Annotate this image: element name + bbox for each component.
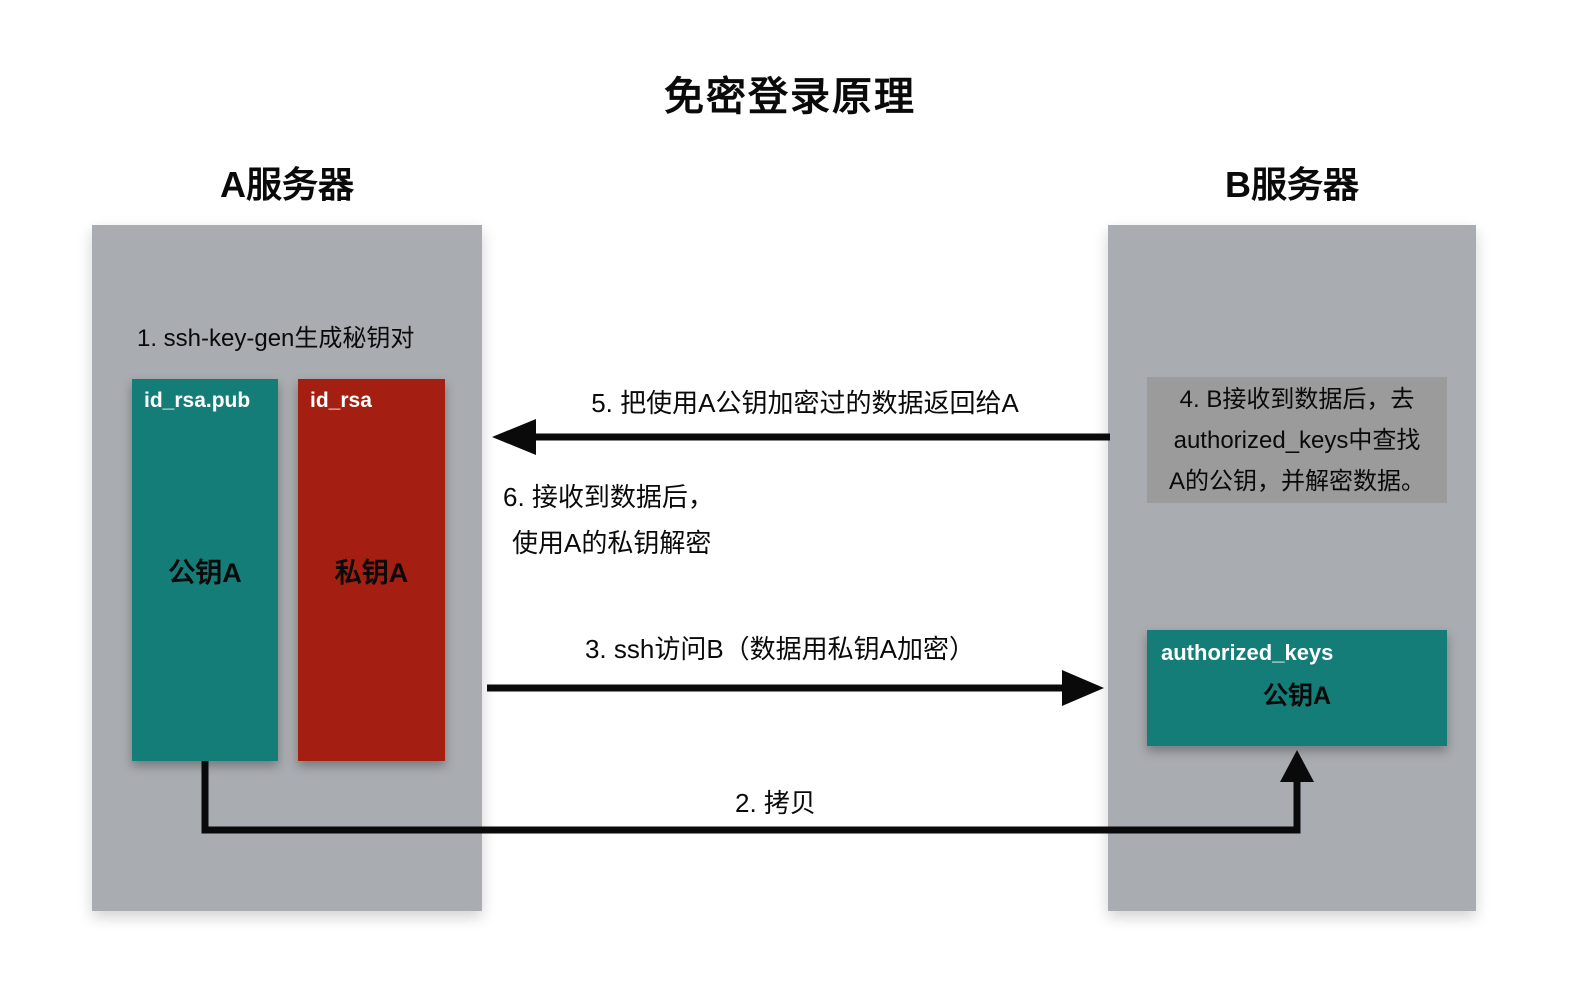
- step6-label: 6. 接收到数据后， 使用A的私钥解密: [503, 477, 714, 560]
- step3-label: 3. ssh访问B（数据用私钥A加密）: [584, 634, 976, 664]
- authorized-keys-filename: authorized_keys: [1161, 640, 1334, 665]
- authorized-keys-public-key-label: 公钥A: [1262, 682, 1332, 710]
- server-a-title: A服务器: [220, 164, 354, 205]
- arrow-step3: [487, 670, 1104, 706]
- arrow-step5: [492, 419, 1110, 455]
- diagram-title: 免密登录原理: [664, 75, 916, 119]
- step4-line3: A的公钥，并解密数据。: [1168, 467, 1425, 495]
- step4-line1: 4. B接收到数据后，去: [1179, 385, 1415, 413]
- authorized-keys-box: authorized_keys 公钥A: [1147, 630, 1447, 746]
- public-key-filename: id_rsa.pub: [144, 389, 251, 412]
- step2-label: 2. 拷贝: [735, 788, 816, 818]
- server-b-title: B服务器: [1225, 164, 1359, 205]
- private-key-filename: id_rsa: [310, 389, 372, 412]
- private-key-box: id_rsa 私钥A: [298, 379, 445, 761]
- step6-line1: 6. 接收到数据后，: [503, 482, 714, 512]
- step4-line2: authorized_keys中查找: [1173, 426, 1421, 454]
- server-b-box: [1108, 225, 1476, 911]
- step1-text: 1. ssh-key-gen生成秘钥对: [137, 325, 415, 352]
- step6-line2: 使用A的私钥解密: [512, 528, 712, 558]
- step4-note-box: 4. B接收到数据后，去 authorized_keys中查找 A的公钥，并解密…: [1147, 377, 1447, 503]
- step5-label: 5. 把使用A公钥加密过的数据返回给A: [591, 388, 1019, 418]
- public-key-label: 公钥A: [168, 558, 242, 588]
- public-key-box: id_rsa.pub 公钥A: [132, 379, 278, 761]
- private-key-label: 私钥A: [334, 558, 409, 588]
